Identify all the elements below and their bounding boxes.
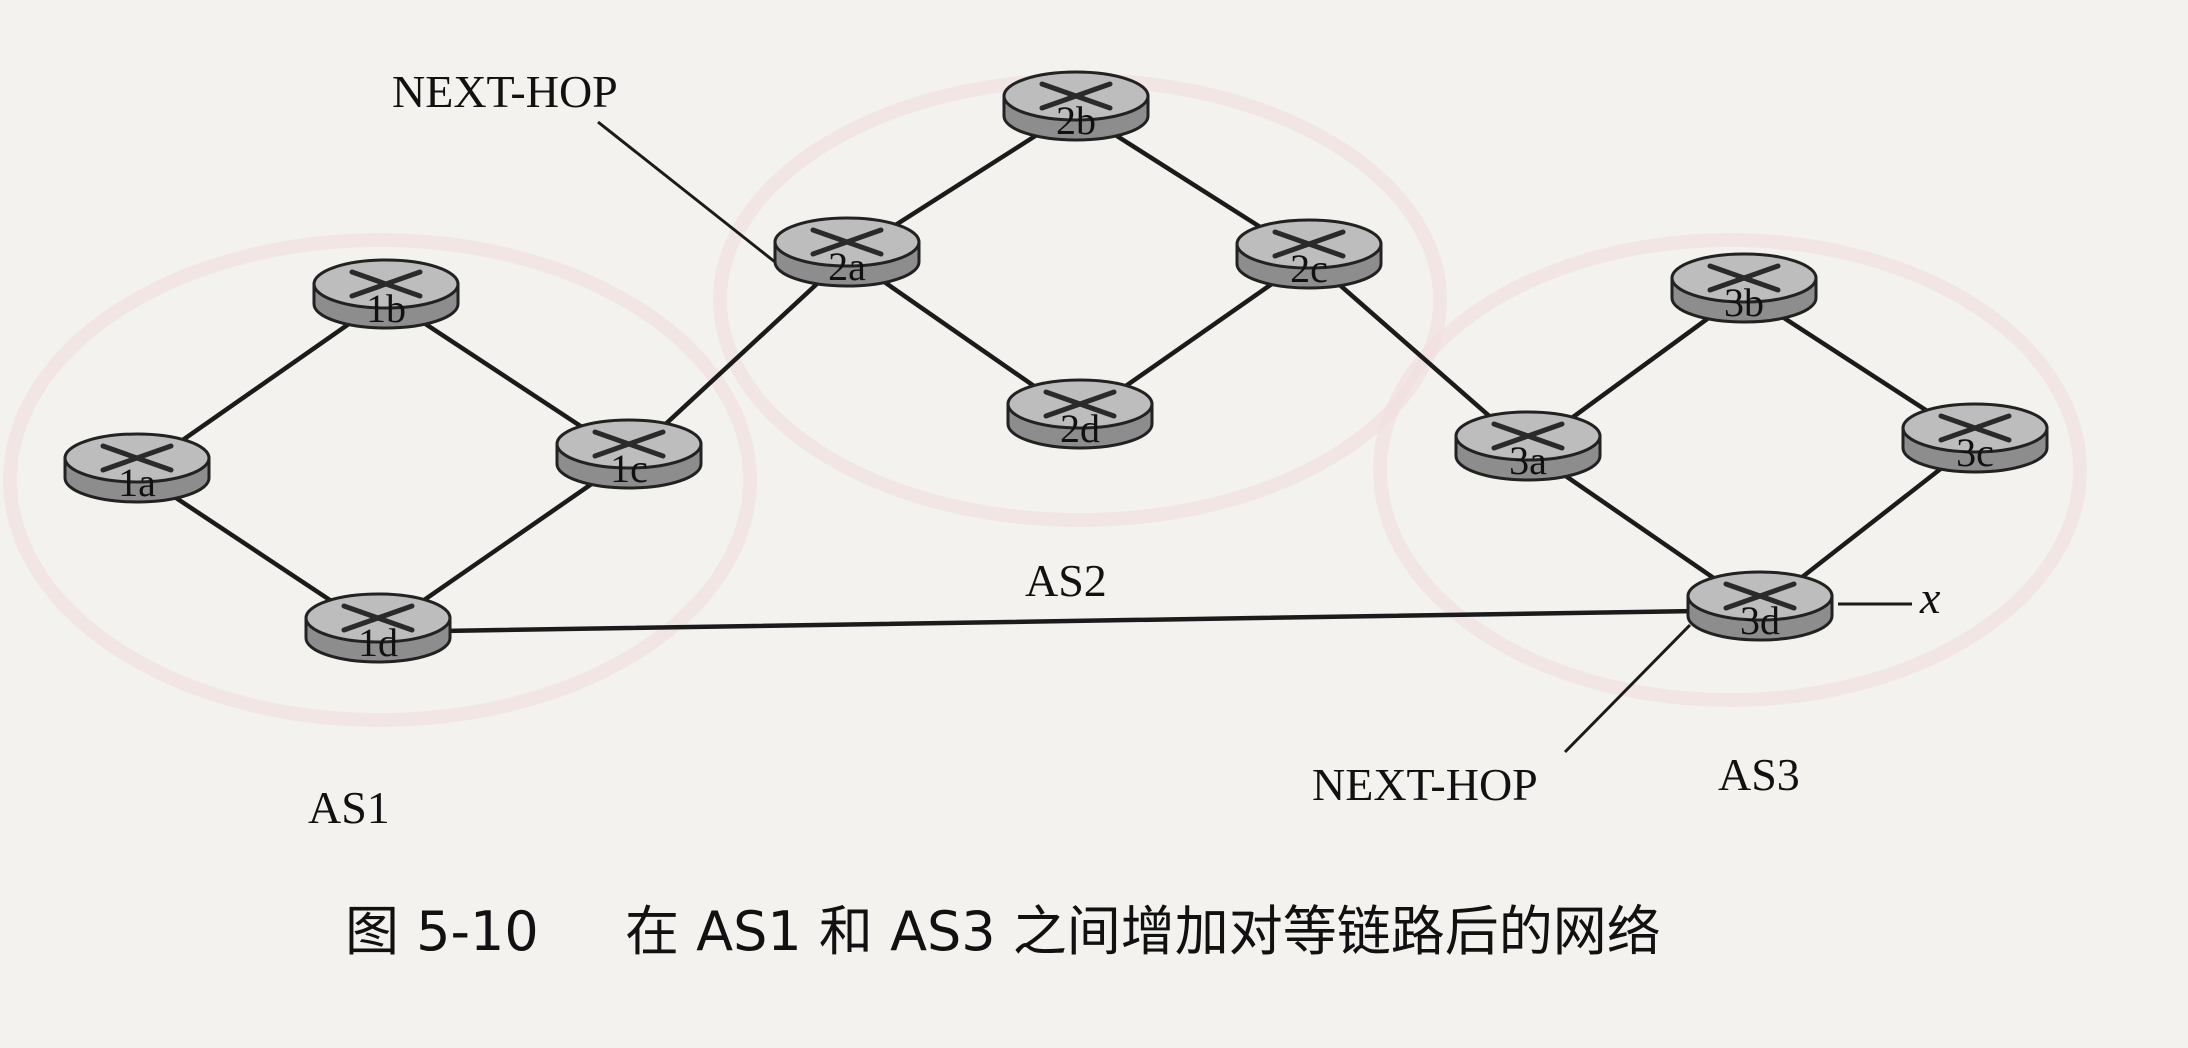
router-label-3d: 3d	[1740, 598, 1780, 643]
router-arrows-icon	[1272, 229, 1346, 259]
router-1c: 1c	[555, 418, 703, 491]
router-label-1a: 1a	[118, 460, 156, 505]
router-arrows-icon	[1043, 389, 1117, 419]
leader-lines	[597, 120, 1912, 754]
as3-region	[1373, 233, 2087, 707]
next-hop-bottom-label: NEXT-HOP	[1312, 759, 1538, 810]
router-1b: 1b	[312, 258, 460, 331]
as3-label: AS3	[1718, 749, 1800, 800]
x-label: x	[1919, 572, 1941, 623]
as1-region	[3, 233, 757, 727]
next-hop-top-leader	[597, 120, 776, 264]
router-3c: 3c	[1901, 402, 2049, 475]
router-label-2d: 2d	[1060, 406, 1100, 451]
router-label-1b: 1b	[366, 286, 406, 331]
router-2d: 2d	[1006, 378, 1154, 451]
router-label-3c: 3c	[1956, 430, 1994, 475]
as1-label: AS1	[308, 782, 390, 833]
router-arrows-icon	[810, 227, 884, 257]
router-label-3a: 3a	[1509, 438, 1547, 483]
router-3d: 3d	[1686, 570, 1834, 643]
figure-caption: 在 AS1 和 AS3 之间增加对等链路后的网络	[625, 900, 1661, 963]
router-2c: 2c	[1235, 218, 1383, 291]
router-2a: 2a	[773, 216, 921, 289]
router-arrows-icon	[341, 603, 415, 633]
router-arrows-icon	[1039, 81, 1113, 111]
router-arrows-icon	[592, 429, 666, 459]
router-1a: 1a	[63, 432, 211, 505]
routers-group: 1a 1b 1c 1d 2a 2b 2c 2d 3a 3b 3c 3d	[63, 70, 2049, 665]
router-arrows-icon	[1491, 421, 1565, 451]
router-2b: 2b	[1002, 70, 1150, 143]
router-label-3b: 3b	[1724, 280, 1764, 325]
router-label-1c: 1c	[610, 446, 648, 491]
router-3a: 3a	[1454, 410, 1602, 483]
next-hop-bottom-leader	[1563, 623, 1692, 754]
router-label-1d: 1d	[358, 620, 398, 665]
link-1d-3d	[375, 607, 1763, 635]
router-label-2c: 2c	[1290, 246, 1328, 291]
router-label-2b: 2b	[1056, 98, 1096, 143]
router-arrows-icon	[349, 269, 423, 299]
figure-number: 图 5-10	[345, 900, 539, 963]
router-arrows-icon	[1723, 581, 1797, 611]
router-label-2a: 2a	[828, 244, 866, 289]
as2-label: AS2	[1025, 555, 1107, 606]
router-arrows-icon	[1938, 413, 2012, 443]
router-1d: 1d	[304, 592, 452, 665]
router-3b: 3b	[1670, 252, 1818, 325]
next-hop-top-label: NEXT-HOP	[392, 66, 618, 117]
router-arrows-icon	[1707, 263, 1781, 293]
links-group	[134, 107, 1978, 635]
as2-region	[713, 73, 1447, 527]
router-arrows-icon	[100, 443, 174, 473]
